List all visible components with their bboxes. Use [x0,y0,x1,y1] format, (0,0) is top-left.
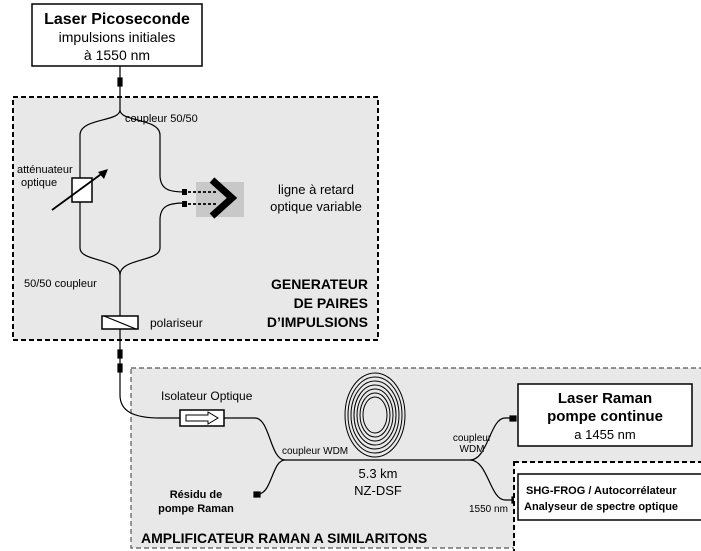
fiber-generator-to-amplifier [117,340,180,419]
fiber-type-label: NZ-DSF [354,483,402,498]
fiber-spool-icon [344,372,406,458]
raman-laser-box: Laser Raman pompe continue a 1455 nm [517,383,693,447]
fiber-laser-output [117,66,123,110]
fiber-length-label: 5.3 km [358,466,397,481]
diagnostics-line2: Analyseur de spectre optique [524,501,678,513]
amplifier-fibers [224,415,519,504]
coupler-bottom-label: 50/50 coupleur [24,278,97,290]
coupler-top-label: coupleur 50/50 [125,113,198,125]
raman-laser-title: Laser Raman [558,390,652,407]
laser-picoseconde-wavelength: à 1550 nm [84,47,150,63]
attenuator-label-line2: optique [21,177,57,189]
output-wavelength-label: 1550 nm [469,504,508,515]
wdm-coupler-right-label-1: coupleur [453,433,492,444]
amplifier-title: AMPLIFICATEUR RAMAN A SIMILARITONS [141,530,427,546]
polarizer-icon [101,315,139,330]
delay-line-label-line1: ligne à retard [278,182,354,197]
attenuator-label-line1: atténuateur [17,164,73,176]
delay-line-label-line2: optique variable [270,199,362,214]
generator-title-line3: D’IMPULSIONS [267,314,368,330]
attenuator-icon [51,169,108,211]
wdm-coupler-right-label-2: WDM [460,444,485,455]
optical-isolator-icon [179,409,225,427]
raman-residue-label-line2: pompe Raman [158,503,234,515]
wdm-coupler-left-label: coupleur WDM [282,446,348,457]
raman-laser-subtitle: pompe continue [547,408,663,425]
variable-delay-line-icon [182,177,244,219]
generator-block [12,96,379,341]
laser-picoseconde-title: Laser Picoseconde [44,11,190,28]
isolator-label: Isolateur Optique [161,389,253,403]
generator-title-line1: GENERATEUR [271,276,368,292]
diagnostics-line1: SHG-FROG / Autocorrélateur [526,485,677,497]
laser-picoseconde-box: Laser Picoseconde impulsions initiales à… [31,3,203,67]
raman-laser-wavelength: a 1455 nm [574,427,635,442]
polarizer-label: polariseur [150,316,203,330]
generator-title-line2: DE PAIRES [294,295,368,311]
laser-picoseconde-subtitle: impulsions initiales [59,29,176,45]
raman-residue-label-line1: Résidu de [170,489,223,501]
diagnostics-box: SHG-FROG / Autocorrélateur Analyseur de … [517,473,701,521]
